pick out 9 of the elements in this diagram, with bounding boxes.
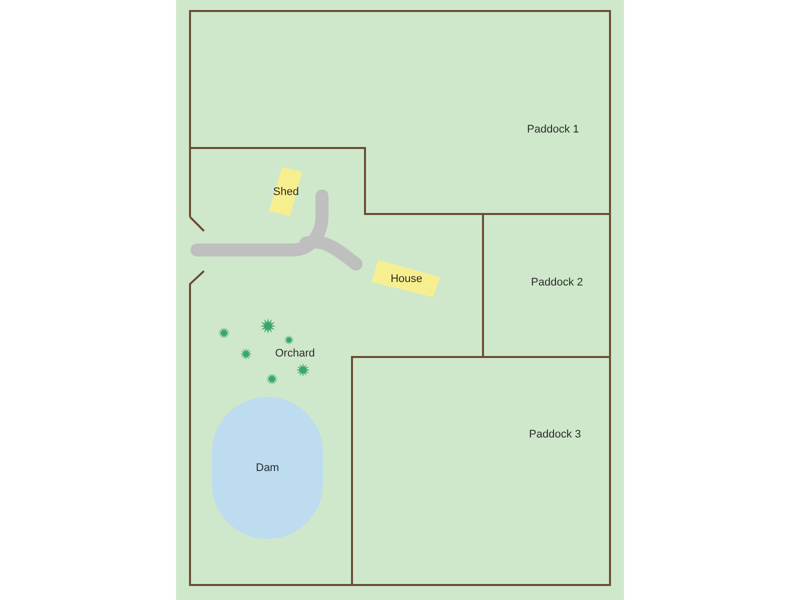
area-label: Paddock 3 <box>529 428 581 442</box>
area-label: Paddock 2 <box>531 276 583 290</box>
building-label: House <box>390 272 422 286</box>
building-label: Shed <box>273 186 299 198</box>
area-label: Paddock 1 <box>527 124 579 136</box>
area-label: Orchard <box>275 348 315 360</box>
pond-label: Dam <box>256 462 280 474</box>
building-footprint <box>269 167 303 217</box>
building-footprint <box>372 260 441 298</box>
